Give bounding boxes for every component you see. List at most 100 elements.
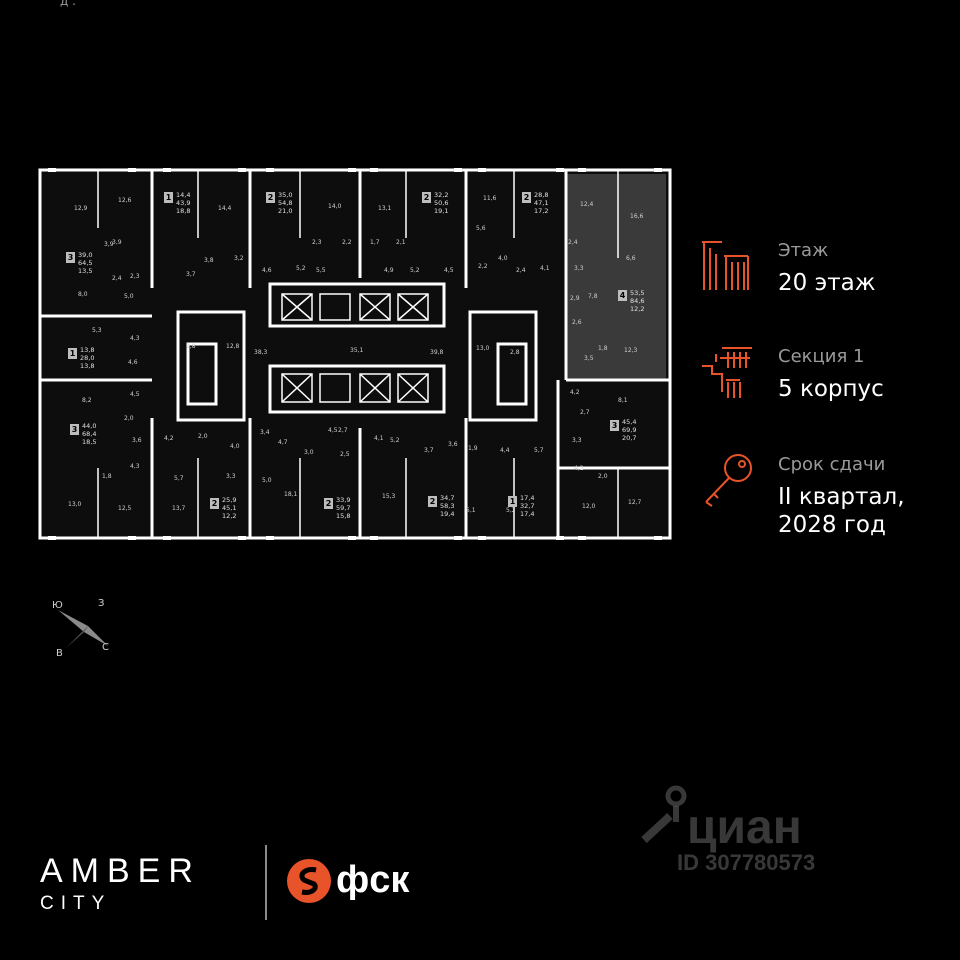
room-area-label: 2,4 (112, 275, 122, 282)
room-area-label: 5,7 (174, 475, 184, 482)
city-logo: CITY (40, 893, 112, 914)
compass-south: Ю (52, 600, 63, 611)
unit-badge[interactable]: 4 (618, 290, 627, 301)
floor-plan: 1 14,4 43,9 18,8 2 35,0 54,8 21,0 2 32,2… (38, 168, 672, 540)
unit-areas: 32,2 50,6 19,1 (434, 191, 448, 215)
room-area-label: 18,1 (284, 491, 298, 498)
room-area-label: 2,0 (124, 415, 134, 422)
unit-badge[interactable]: 3 (70, 424, 79, 435)
unit-area-total: 28,0 (80, 354, 95, 362)
unit-area-total: 64,5 (78, 259, 93, 267)
unit-badge[interactable]: 2 (422, 192, 431, 203)
unit-area-living: 13,8 (80, 346, 95, 354)
room-area-label: 4,4 (500, 447, 510, 454)
room-area-label: 3,3 (226, 473, 236, 480)
room-area-label: 12,8 (226, 343, 240, 350)
unit-area-total: 47,1 (534, 199, 549, 207)
room-area-label: 3,3 (572, 437, 582, 444)
floor-value: 20 этаж (778, 270, 876, 296)
room-area-label: 1,8 (102, 473, 112, 480)
room-area-label: 3,5 (584, 355, 594, 362)
unit-badge[interactable]: 2 (522, 192, 531, 203)
unit-badge[interactable]: 2 (324, 498, 333, 509)
room-area-label: 2,0 (198, 433, 208, 440)
room-area-label: 8,1 (618, 397, 628, 404)
room-area-label: 2,2 (342, 239, 352, 246)
compass-west: З (98, 598, 105, 609)
unit-area-total: 45,1 (222, 504, 237, 512)
room-area-label: 4,6 (262, 267, 272, 274)
room-area-label: 3,9 (104, 241, 114, 248)
section-icon (702, 347, 752, 398)
room-area-label: 3,8 (204, 257, 214, 264)
unit-areas: 28,8 47,1 17,2 (534, 191, 548, 215)
unit-area-kitchen: 17,4 (520, 510, 535, 518)
unit-area-living: 53,5 (630, 289, 645, 297)
unit-badge[interactable]: 2 (210, 498, 219, 509)
room-area-label: 4,1 (374, 435, 384, 442)
unit-area-kitchen: 20,7 (622, 434, 637, 442)
unit-area-living: 32,2 (434, 191, 449, 199)
room-area-label: 2,4 (568, 239, 578, 246)
room-area-label: 3,7 (186, 271, 196, 278)
unit-areas: 25,9 45,1 12,2 (222, 496, 236, 520)
room-area-label: 14,0 (328, 203, 342, 210)
unit-badge[interactable]: 2 (428, 496, 437, 507)
room-area-label: 4,2 (574, 465, 584, 472)
unit-area-living: 44,0 (82, 422, 97, 430)
room-area-label: 3,6 (132, 437, 142, 444)
highlighted-unit (566, 174, 666, 380)
room-area-label: 3,9 (112, 239, 122, 246)
key-icon (705, 454, 752, 507)
room-area-label: 6,6 (626, 255, 636, 262)
room-area-label: 39,8 (430, 349, 444, 356)
unit-area-living: 33,9 (336, 496, 351, 504)
room-area-label: 4,0 (230, 443, 240, 450)
unit-area-total: 32,7 (520, 502, 535, 510)
unit-areas: 53,5 84,6 12,2 (630, 289, 644, 313)
unit-area-kitchen: 18,8 (176, 207, 191, 215)
room-area-label: 12,7 (628, 499, 642, 506)
room-area-label: 16,6 (630, 213, 644, 220)
deadline-value-line1: II квартал, (778, 484, 905, 510)
room-area-label: 5,2 (390, 437, 400, 444)
room-area-label: 2,5 (340, 451, 350, 458)
unit-badge[interactable]: 3 (610, 420, 619, 431)
unit-area-total: 54,8 (278, 199, 293, 207)
room-area-label: 4,5 (328, 427, 338, 434)
room-area-label: 2,7 (338, 427, 348, 434)
room-area-label: 5,7 (534, 447, 544, 454)
room-area-label: 2,8 (186, 343, 196, 350)
unit-areas: 39,0 64,5 13,5 (78, 251, 92, 275)
unit-areas: 17,4 32,7 17,4 (520, 494, 534, 518)
fsk-logo-text: фск (336, 859, 410, 901)
room-area-label: 15,3 (382, 493, 396, 500)
room-area-label: 5,3 (92, 327, 102, 334)
unit-areas: 34,7 58,3 19,4 (440, 494, 454, 518)
room-area-label: 2,3 (130, 273, 140, 280)
unit-area-kitchen: 19,4 (440, 510, 455, 518)
unit-badge[interactable]: 1 (164, 192, 173, 203)
room-area-label: 4,7 (278, 439, 288, 446)
unit-area-kitchen: 17,2 (534, 207, 549, 215)
unit-badge[interactable]: 1 (68, 348, 77, 359)
unit-badge[interactable]: 2 (266, 192, 275, 203)
unit-badge[interactable]: 3 (66, 252, 75, 263)
room-area-label: 12,3 (624, 347, 638, 354)
unit-areas: 35,0 54,8 21,0 (278, 191, 292, 215)
unit-badge[interactable]: 1 (508, 496, 517, 507)
unit-area-total: 59,7 (336, 504, 351, 512)
unit-area-kitchen: 13,5 (78, 267, 93, 275)
room-area-label: 12,6 (118, 197, 132, 204)
room-area-label: 4,5 (130, 391, 140, 398)
section-label: Секция 1 (778, 346, 865, 367)
room-area-label: 3,6 (448, 441, 458, 448)
room-area-label: 14,4 (218, 205, 232, 212)
floor-icon (702, 241, 749, 290)
room-area-label: 13,0 (68, 501, 82, 508)
compass-rose-icon (58, 608, 108, 648)
room-area-label: 5,2 (296, 265, 306, 272)
compass: Ю З В С (48, 596, 118, 662)
room-area-label: 5,0 (262, 477, 272, 484)
amber-logo: AMBER (40, 852, 201, 890)
